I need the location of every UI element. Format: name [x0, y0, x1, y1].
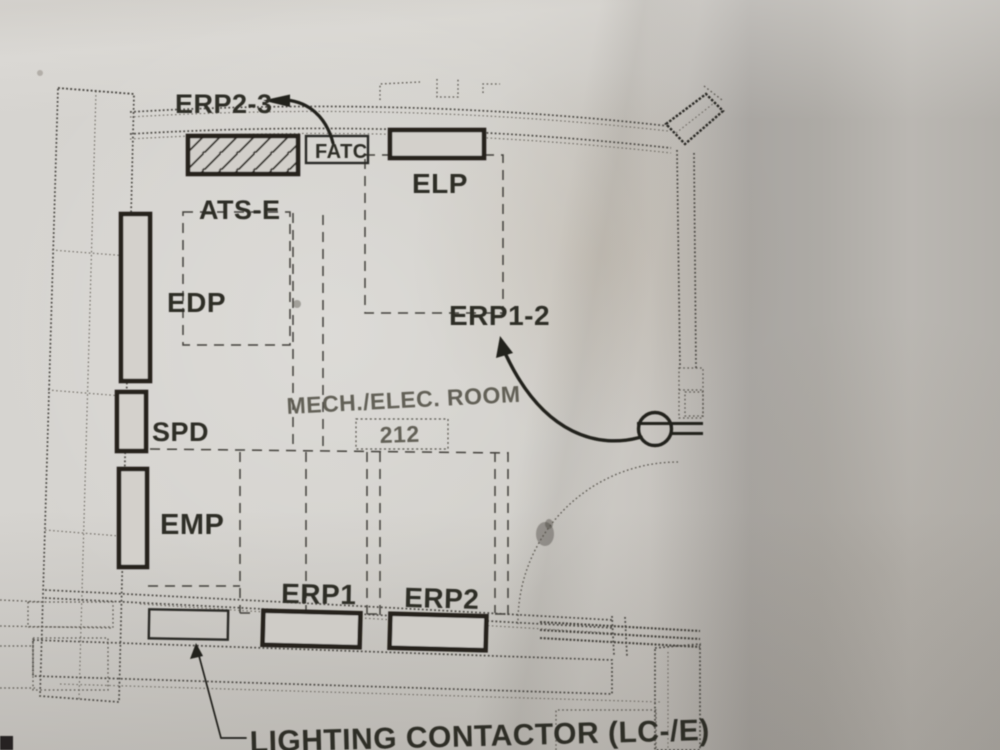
- left-wall: [39, 87, 135, 703]
- room-number-box: [355, 418, 449, 450]
- panel-emp: [116, 466, 150, 570]
- door-swing-arc: [517, 461, 679, 625]
- ats-e-clearance: [182, 211, 291, 346]
- label-spd: SPD: [152, 417, 209, 447]
- below-wall-dotted-box: [555, 709, 657, 750]
- label-room-number: 212: [379, 421, 420, 448]
- door-threshold: [611, 615, 628, 657]
- left-wall-cavity-line: [78, 90, 97, 700]
- bottom-left-wall-details: [0, 599, 114, 750]
- lighting-contactor-box: [147, 608, 230, 641]
- door-jamb: [678, 367, 704, 419]
- label-ats-e: ATS-E: [199, 195, 281, 225]
- label-emp: EMP: [160, 509, 224, 541]
- label-erp2: ERP2: [404, 582, 480, 615]
- door-symbols: [517, 410, 703, 625]
- equipment-panels: [114, 127, 489, 653]
- cut-off-element-mark: [0, 736, 13, 750]
- erp2-3-leader-arrow: [263, 94, 335, 145]
- clearance-dashed-lines: [148, 154, 509, 615]
- bottom-right-wall-corner: [555, 643, 701, 750]
- leader-arrows: [190, 94, 643, 739]
- erp1-2-leader-arrow: [496, 336, 643, 443]
- label-erp1: ERP1: [281, 578, 357, 610]
- panel-elp: [387, 127, 487, 161]
- label-fatc: FATC: [315, 141, 368, 163]
- panel-ats-e: [185, 133, 301, 177]
- panel-spd: [114, 389, 149, 454]
- right-wall: [676, 149, 704, 419]
- door-keynote-symbol: [636, 410, 703, 448]
- top-right-chamfer-wall: [664, 85, 725, 146]
- label-edp: EDP: [167, 287, 226, 318]
- lighting-contactor-leader: [190, 643, 247, 739]
- panel-erp1: [260, 608, 363, 650]
- label-room-name: MECH./ELEC. ROOM: [286, 381, 521, 419]
- panel-erp2: [387, 611, 489, 653]
- dotted-outlines-above-top-wall: [379, 79, 500, 100]
- panel-edp: [118, 211, 153, 384]
- label-erp2-3: ERP2-3: [175, 89, 273, 119]
- label-erp1-2: ERP1-2: [449, 300, 550, 331]
- label-lighting-contactor: LIGHTING CONTACTOR (LC-/E): [249, 714, 710, 750]
- fatc-box: [304, 134, 370, 165]
- paper-blemishes: [37, 70, 554, 546]
- label-elp: ELP: [412, 168, 468, 199]
